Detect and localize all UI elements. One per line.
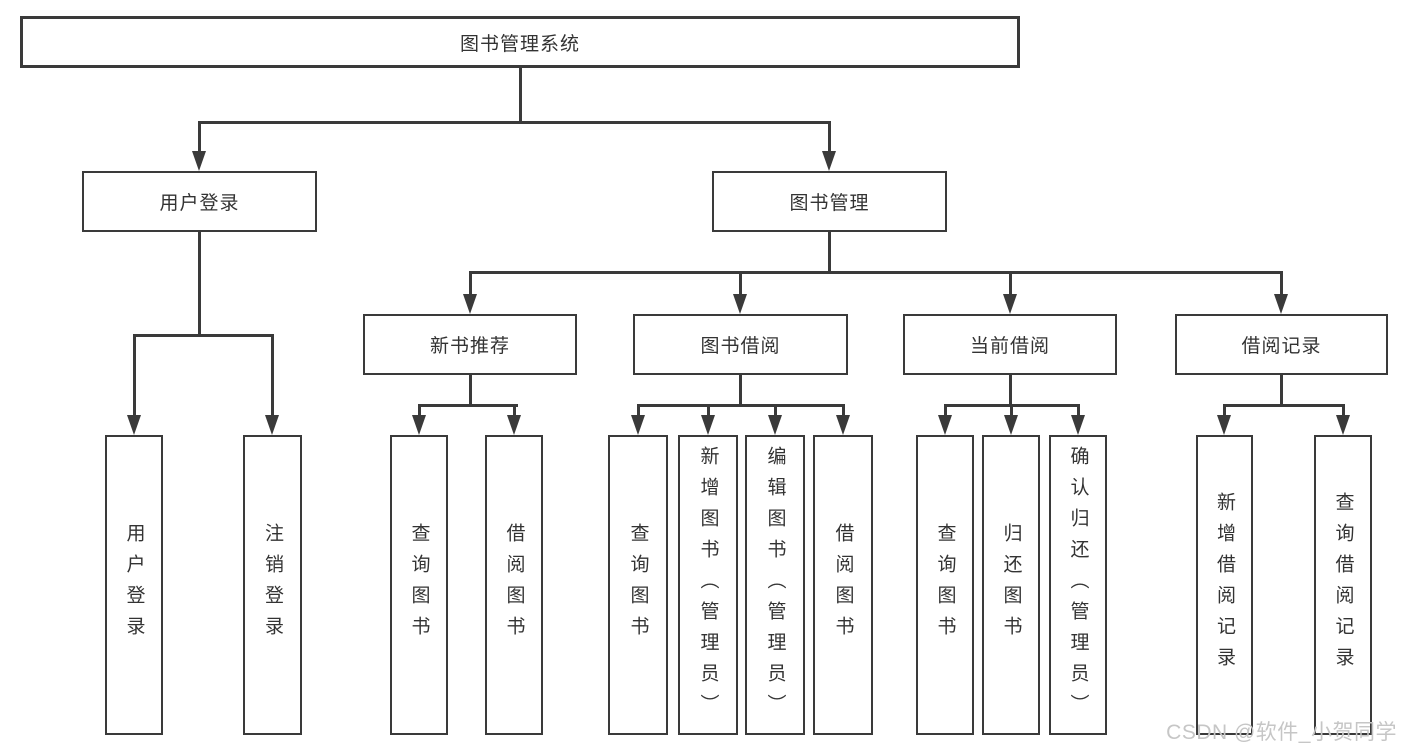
connector-drop <box>468 272 472 295</box>
leaf-add-books-admin: 新增图书（管理员） <box>678 435 738 735</box>
node-label: 当前借阅 <box>969 336 1050 357</box>
connector-arrow <box>1003 294 1017 314</box>
leaf-query-borrow-record: 查询借阅记录 <box>1314 435 1372 735</box>
connector-arrow <box>1004 415 1018 435</box>
connector-arrow <box>192 151 206 171</box>
leaf-label: 查询图书 <box>934 523 956 647</box>
connector-arrow <box>836 415 850 435</box>
connector-drop <box>1222 405 1226 416</box>
connector-drop <box>841 405 845 416</box>
connector-arrow <box>412 415 426 435</box>
leaf-borrow-books: 借阅图书 <box>485 435 543 735</box>
connector-arrow <box>1274 294 1288 314</box>
node-label: 借阅记录 <box>1241 336 1322 357</box>
connector-drop <box>512 405 516 416</box>
leaf-label: 借阅图书 <box>832 523 854 647</box>
connector-arrow <box>1071 415 1085 435</box>
connector-user-login-stem <box>197 232 201 335</box>
connector-drop <box>1341 405 1345 416</box>
leaf-label: 确认归还（管理员） <box>1067 445 1089 725</box>
connector-bus <box>1222 403 1345 407</box>
node-library-system: 图书管理系统 <box>20 16 1020 68</box>
connector-arrow <box>1217 415 1231 435</box>
connector-arrow <box>938 415 952 435</box>
leaf-edit-books-admin: 编辑图书（管理员） <box>745 435 805 735</box>
leaf-add-borrow-record: 新增借阅记录 <box>1196 435 1253 735</box>
node-label: 图书管理 <box>789 193 870 214</box>
connector-arrow <box>127 415 141 435</box>
connector-drop <box>1076 405 1080 416</box>
leaf-label: 用户登录 <box>123 523 145 647</box>
leaf-label: 注销登录 <box>262 523 283 647</box>
connector-stem <box>468 375 472 405</box>
leaf-label: 查询图书 <box>408 523 430 647</box>
leaf-query-books: 查询图书 <box>390 435 448 735</box>
leaf-user-login: 用户登录 <box>105 435 163 735</box>
node-book-borrowing: 图书借阅 <box>633 314 848 375</box>
leaf-confirm-return-admin: 确认归还（管理员） <box>1049 435 1107 735</box>
connector-drop <box>270 335 274 416</box>
node-book-management: 图书管理 <box>712 171 947 232</box>
connector-drop <box>1009 405 1013 416</box>
connector-arrow <box>463 294 477 314</box>
leaf-label: 借阅图书 <box>503 523 525 647</box>
connector-user-login-bus <box>132 333 274 337</box>
connector-root-stem <box>518 68 522 122</box>
connector-arrow <box>507 415 521 435</box>
leaf-query-books: 查询图书 <box>916 435 974 735</box>
connector-level3-bus <box>468 270 1283 274</box>
connector-drop <box>943 405 947 416</box>
connector-stem <box>1279 375 1283 405</box>
connector-stem <box>1008 375 1012 405</box>
connector-drop <box>417 405 421 416</box>
connector-arrow <box>733 294 747 314</box>
connector-arrow <box>822 151 836 171</box>
connector-drop <box>636 405 640 416</box>
leaf-label: 编辑图书（管理员） <box>764 445 786 725</box>
connector-drop <box>132 335 136 416</box>
connector-arrow <box>701 415 715 435</box>
node-label: 新书推荐 <box>429 336 510 357</box>
leaf-label: 新增借阅记录 <box>1214 492 1235 678</box>
connector-bus <box>636 403 845 407</box>
node-user-login: 用户登录 <box>82 171 317 232</box>
leaf-logout: 注销登录 <box>243 435 302 735</box>
connector-bus <box>417 403 518 407</box>
node-new-book-recommend: 新书推荐 <box>363 314 577 375</box>
leaf-return-books: 归还图书 <box>982 435 1040 735</box>
connector-drop <box>706 405 710 416</box>
connector-level2-bus <box>197 120 831 124</box>
leaf-label: 归还图书 <box>1000 523 1022 647</box>
csdn-watermark: CSDN @软件_小贺同学 <box>1166 721 1397 744</box>
leaf-label: 查询图书 <box>627 523 649 647</box>
leaf-label: 查询借阅记录 <box>1332 492 1354 678</box>
connector-book-management-stem <box>827 232 831 272</box>
connector-stem <box>738 375 742 405</box>
node-label: 图书管理系统 <box>459 33 580 55</box>
leaf-label: 新增图书（管理员） <box>697 445 719 725</box>
node-label: 用户登录 <box>159 193 240 214</box>
connector-drop-user-login <box>197 122 201 152</box>
connector-arrow <box>1336 415 1350 435</box>
connector-arrow <box>768 415 782 435</box>
connector-drop <box>773 405 777 416</box>
node-borrowing-records: 借阅记录 <box>1175 314 1388 375</box>
leaf-query-books: 查询图书 <box>608 435 668 735</box>
connector-arrow <box>265 415 279 435</box>
connector-drop <box>738 272 742 295</box>
node-current-borrowing: 当前借阅 <box>903 314 1117 375</box>
leaf-borrow-books: 借阅图书 <box>813 435 873 735</box>
connector-drop <box>1008 272 1012 295</box>
connector-drop <box>1279 272 1283 295</box>
connector-arrow <box>631 415 645 435</box>
node-label: 图书借阅 <box>700 336 781 357</box>
connector-drop-book-management <box>827 122 831 152</box>
